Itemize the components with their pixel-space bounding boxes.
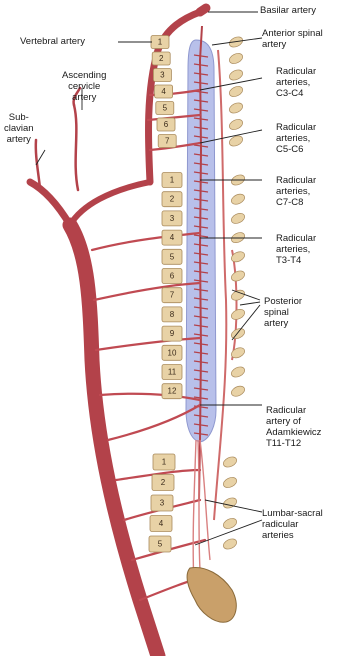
label-radicular-c3-c4: Radicular arteries, C3-C4 (276, 66, 316, 99)
vertebra-label: 2 (170, 195, 175, 204)
spinous-process (230, 211, 246, 225)
vertebra-label: 8 (170, 310, 175, 319)
spinous-process (228, 134, 244, 148)
spinous-process (228, 84, 244, 98)
spinous-process (222, 496, 238, 510)
vertebra-label: 1 (170, 176, 175, 185)
spinous-process (228, 51, 244, 65)
label-subclavian-artery: Sub- clavian artery (4, 112, 34, 145)
vertebra-label: 6 (170, 272, 175, 281)
vertebra-label: 3 (160, 71, 165, 80)
vertebra-label: 6 (164, 120, 169, 129)
vertebra-label: 1 (162, 458, 167, 467)
vertebra-label: 5 (170, 252, 175, 261)
label-radicular-c7-c8: Radicular arteries, C7-C8 (276, 175, 316, 208)
spinous-process (230, 192, 246, 206)
vertebra-label: 2 (161, 478, 166, 487)
spinous-process (230, 307, 246, 321)
label-adamkiewicz: Radicular artery of Adamkiewicz T11-T12 (266, 405, 321, 449)
spinous-process (222, 455, 238, 469)
vertebra-label: 9 (170, 329, 175, 338)
posterior-spinal-artery (214, 50, 226, 520)
vertebra-label: 7 (170, 291, 175, 300)
vertebra-label: 5 (163, 104, 168, 113)
vertebra-label: 3 (170, 214, 175, 223)
vertebra-label: 1 (158, 38, 163, 47)
spinous-process (228, 68, 244, 82)
spinous-process (222, 537, 238, 551)
ascending-cervicle-artery (36, 88, 80, 190)
spinous-process (230, 269, 246, 283)
spinous-process (230, 327, 246, 341)
cauda-equina (193, 440, 210, 585)
vertebra-label: 4 (161, 87, 166, 96)
aorta-trunk (30, 182, 158, 656)
label-vertebral-artery: Vertebral artery (20, 36, 85, 47)
label-lumbar-sacral: Lumbar-sacral radicular arteries (262, 508, 323, 541)
spinous-process (230, 365, 246, 379)
label-posterior-spinal-artery: Posterior spinal artery (264, 296, 302, 329)
vertebra-label: 10 (168, 348, 177, 357)
label-anterior-spinal-artery: Anterior spinal artery (262, 28, 323, 50)
vertebra-label: 12 (168, 387, 177, 396)
spinous-process (222, 475, 238, 489)
spinous-process (228, 101, 244, 115)
spinous-process (228, 117, 244, 131)
vertebra-label: 4 (170, 233, 175, 242)
label-radicular-c5-c6: Radicular arteries, C5-C6 (276, 122, 316, 155)
spinous-process (230, 384, 246, 398)
spinous-process (222, 516, 238, 530)
sacrum (187, 567, 236, 622)
vertebra-label: 11 (168, 368, 177, 377)
vertebra-label: 3 (160, 499, 165, 508)
label-basilar-artery: Basilar artery (260, 5, 316, 16)
vertebra-label: 4 (159, 519, 164, 528)
label-ascending-cervicle-artery: Ascending cervicle artery (62, 70, 106, 103)
label-radicular-t3-t4: Radicular arteries, T3-T4 (276, 233, 316, 266)
vertebra-label: 7 (165, 137, 170, 146)
vertebra-label: 2 (159, 54, 164, 63)
vertebra-label: 5 (158, 540, 163, 549)
